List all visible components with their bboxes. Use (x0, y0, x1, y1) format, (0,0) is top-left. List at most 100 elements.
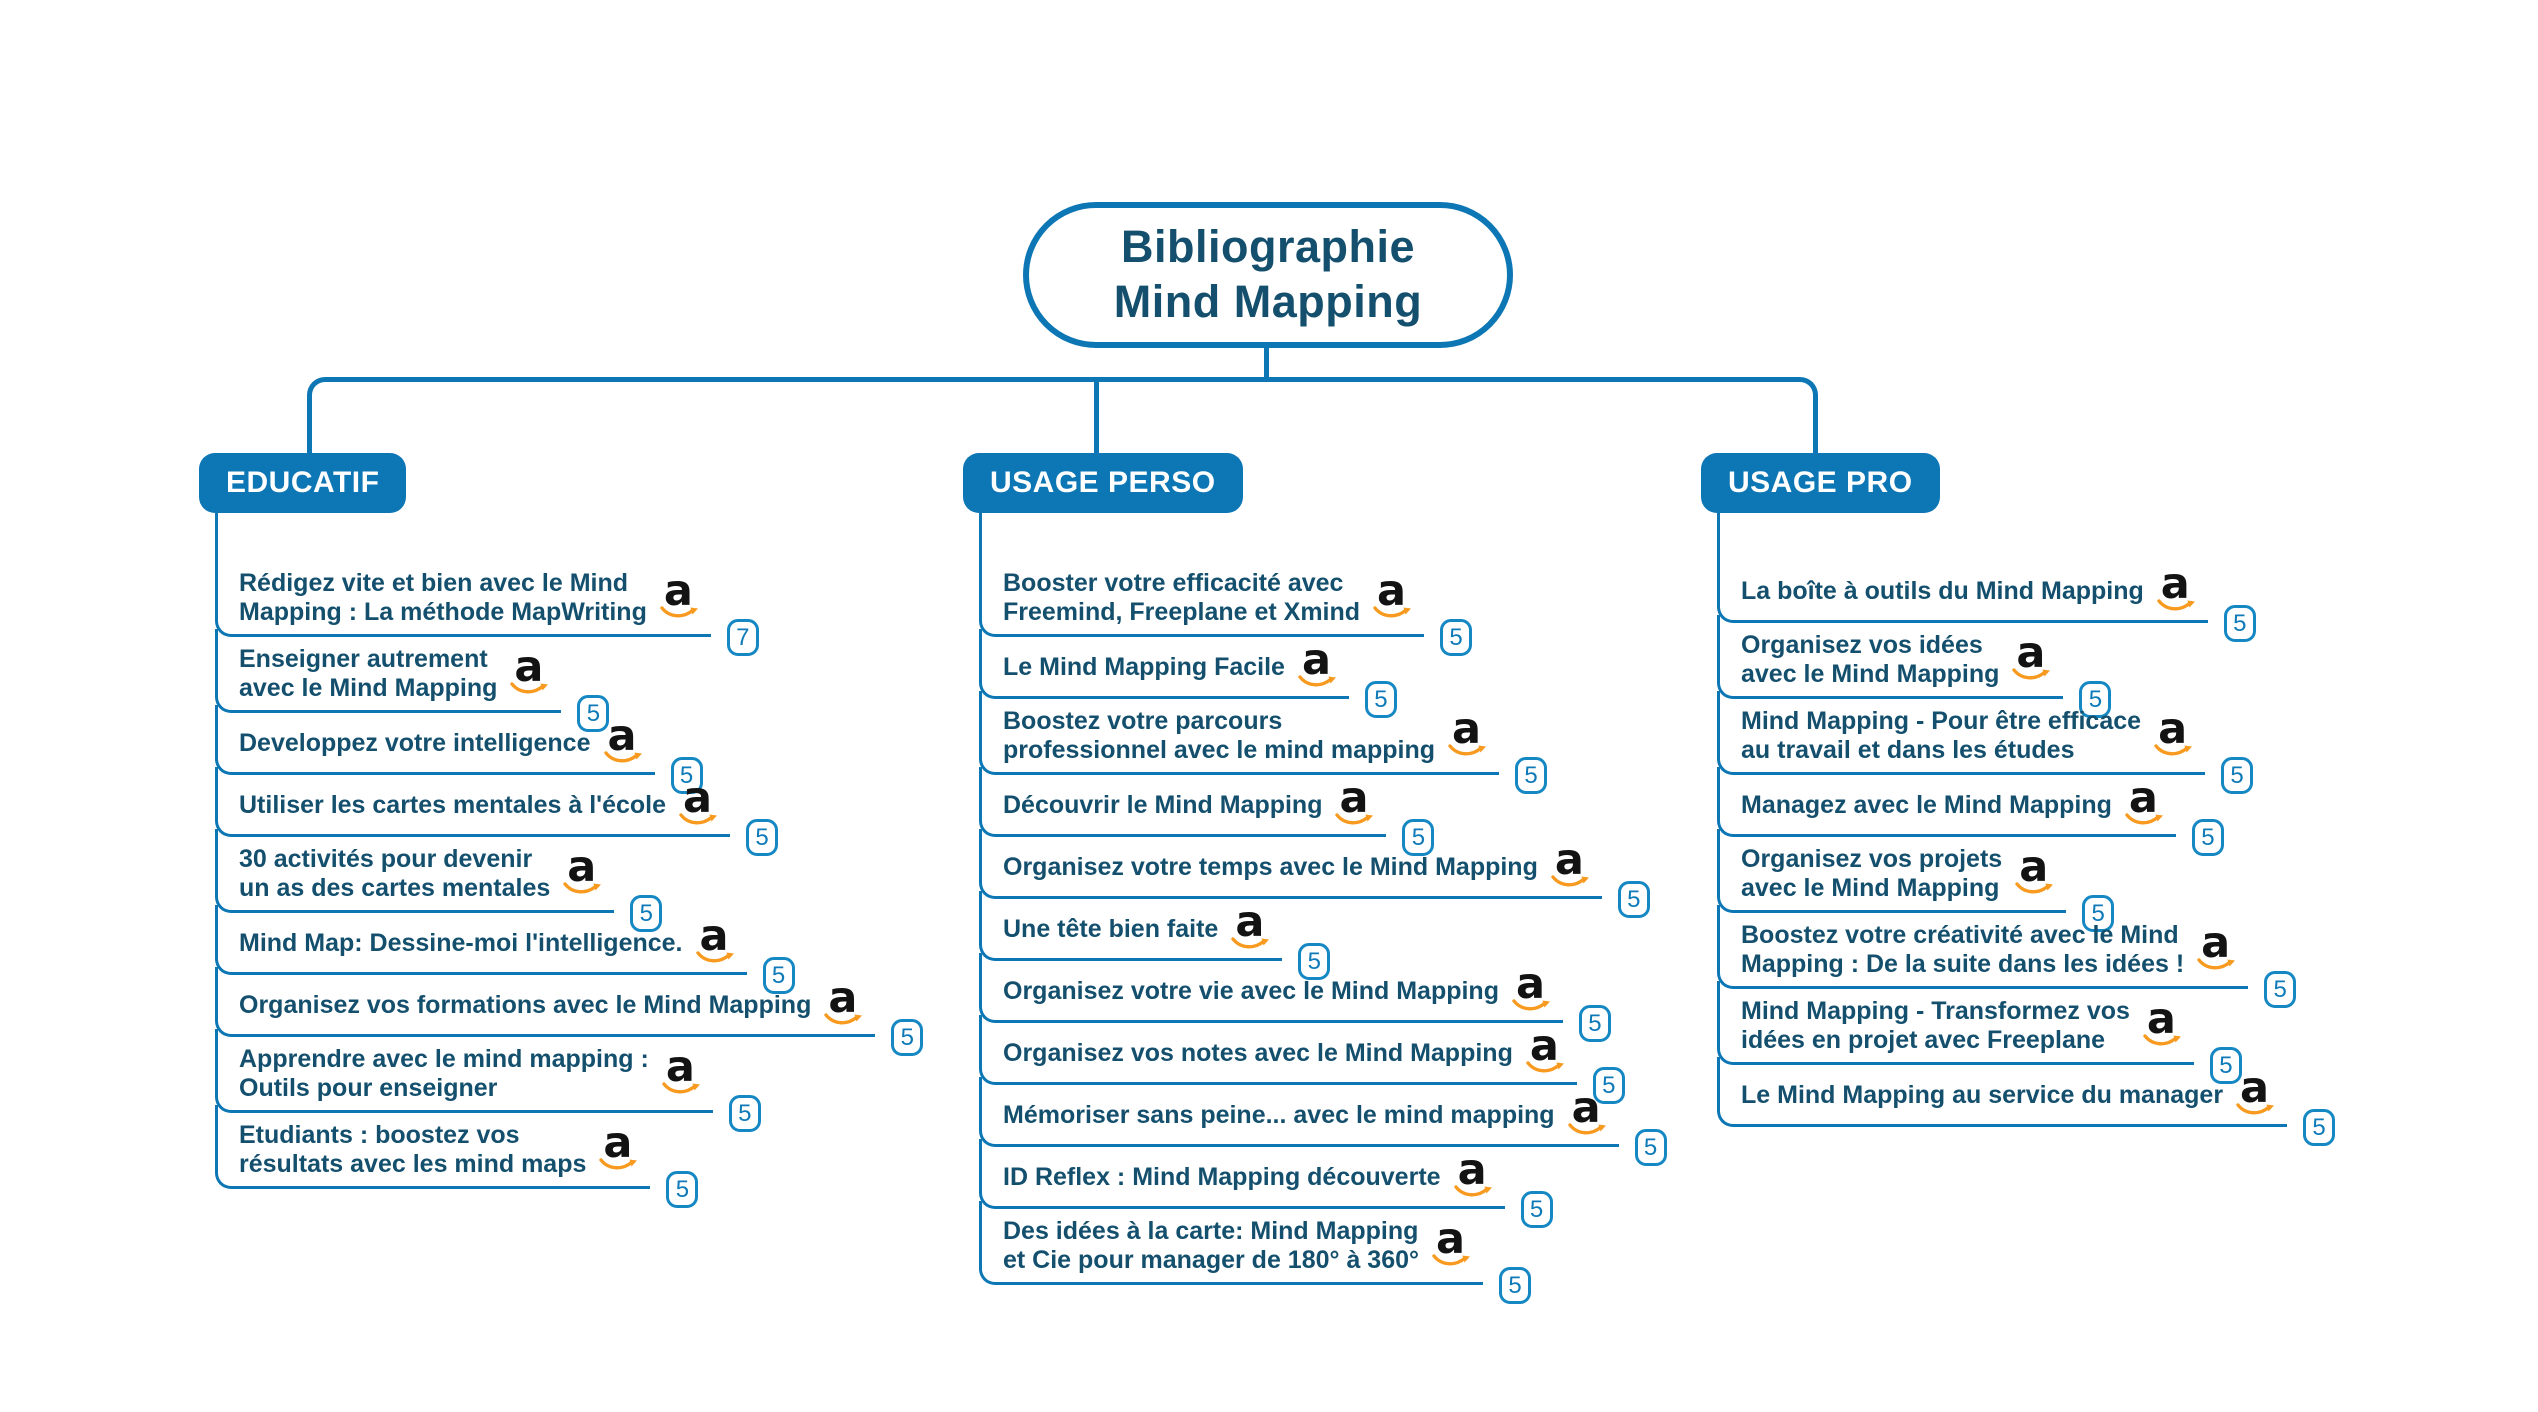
count-badge[interactable]: 5 (577, 695, 610, 732)
count-badge[interactable]: 5 (1440, 619, 1473, 656)
count-badge[interactable]: 5 (1499, 1267, 1532, 1304)
amazon-icon[interactable]: a (2197, 922, 2236, 972)
amazon-icon[interactable]: a (1231, 901, 1270, 951)
amazon-icon[interactable]: a (603, 715, 642, 765)
book-node[interactable]: Utiliser les cartes mentales à l'école a… (214, 767, 779, 856)
count-badge[interactable]: 7 (726, 619, 759, 656)
book-node[interactable]: La boîte à outils du Mind Mapping a 5 (1717, 513, 2256, 642)
count-badge[interactable]: 5 (1578, 1005, 1611, 1042)
amazon-icon[interactable]: a (1526, 1025, 1564, 1075)
amazon-smile-arrow (1448, 744, 1487, 756)
count-badge[interactable]: 5 (1520, 1191, 1553, 1228)
amazon-icon[interactable]: a (660, 570, 698, 620)
amazon-a-glyph: a (1301, 635, 1331, 685)
amazon-icon[interactable]: a (2015, 846, 2054, 896)
amazon-icon[interactable]: a (1512, 963, 1550, 1013)
amazon-icon[interactable]: a (1448, 708, 1487, 758)
count-badge[interactable]: 5 (891, 1019, 924, 1056)
amazon-icon[interactable]: a (1335, 777, 1374, 827)
amazon-icon[interactable]: a (599, 1122, 638, 1172)
count-badge[interactable]: 5 (1515, 757, 1548, 794)
book-node[interactable]: Découvrir le Mind Mapping a 5 (978, 767, 1435, 856)
book-node[interactable]: Le Mind Mapping au service du manager a … (1716, 1057, 2336, 1146)
count-badge[interactable]: 5 (2079, 681, 2112, 718)
amazon-icon[interactable]: a (2012, 632, 2051, 682)
amazon-icon[interactable]: a (1551, 839, 1589, 889)
count-badge[interactable]: 5 (2221, 757, 2254, 794)
amazon-icon[interactable]: a (824, 977, 863, 1027)
book-node[interactable]: Developpez votre intelligence a 5 (215, 705, 703, 794)
branch-header-usage-pro[interactable]: USAGE PRO (1701, 453, 1940, 513)
count-badge[interactable]: 5 (1364, 681, 1397, 718)
book-node[interactable]: Organisez vos idées avec le Mind Mapping… (1716, 615, 2112, 718)
amazon-a-glyph: a (1436, 1214, 1466, 1264)
count-badge[interactable]: 5 (762, 957, 795, 994)
book-node[interactable]: Mind Map: Dessine-moi l'intelligence. a … (215, 905, 795, 994)
count-badge[interactable]: 5 (2209, 1047, 2242, 1084)
book-node[interactable]: Booster votre efficacité avec Freemind, … (978, 513, 1473, 656)
amazon-icon[interactable]: a (1567, 1087, 1606, 1137)
branch-header-usage-perso[interactable]: USAGE PERSO (963, 453, 1243, 513)
count-badge[interactable]: 5 (2082, 895, 2115, 932)
count-badge[interactable]: 5 (2264, 971, 2297, 1008)
book-node[interactable]: Le Mind Mapping Facile a 5 (979, 629, 1397, 718)
root-node[interactable]: Bibliographie Mind Mapping (1023, 202, 1513, 348)
book-node[interactable]: Organisez vos formations avec le Mind Ma… (214, 967, 924, 1056)
count-badge[interactable]: 5 (670, 757, 703, 794)
book-node[interactable]: Enseigner autrement avec le Mind Mapping… (214, 629, 610, 732)
book-node[interactable]: Boostez votre parcours professionnel ave… (978, 691, 1548, 794)
book-node[interactable]: Organisez votre vie avec le Mind Mapping… (979, 953, 1611, 1042)
count-badge[interactable]: 5 (1617, 881, 1650, 918)
amazon-icon[interactable]: a (2154, 708, 2193, 758)
amazon-icon[interactable]: a (510, 646, 549, 696)
count-badge[interactable]: 5 (630, 895, 663, 932)
book-title: Developpez votre intelligence (239, 728, 591, 757)
amazon-icon[interactable]: a (2157, 563, 2195, 613)
count-badge[interactable]: 5 (1634, 1129, 1667, 1166)
book-title: Le Mind Mapping Facile (1003, 652, 1285, 681)
count-badge[interactable]: 5 (2191, 819, 2224, 856)
book-node[interactable]: ID Reflex : Mind Mapping découverte a 5 (979, 1139, 1553, 1228)
amazon-icon[interactable]: a (1373, 570, 1412, 620)
amazon-icon[interactable]: a (1432, 1218, 1471, 1268)
book-node[interactable]: Etudiants : boostez vos résultats avec l… (214, 1105, 699, 1208)
amazon-icon[interactable]: a (695, 915, 734, 965)
amazon-a-glyph: a (2201, 918, 2231, 968)
book-node[interactable]: Mind Mapping - Transformez vos idées en … (1717, 981, 2242, 1084)
amazon-icon[interactable]: a (2143, 998, 2181, 1048)
book-node[interactable]: Rédigez vite et bien avec le Mind Mappin… (215, 513, 759, 656)
book-node[interactable]: Boostez votre créativité avec le Mind Ma… (1716, 905, 2297, 1008)
amazon-smile-arrow (660, 606, 698, 618)
amazon-icon[interactable]: a (1298, 639, 1336, 689)
amazon-icon[interactable]: a (679, 777, 718, 827)
book-node[interactable]: 30 activités pour devenir un as des cart… (214, 829, 663, 932)
count-badge[interactable]: 5 (2303, 1109, 2336, 1146)
book-node[interactable]: Une tête bien faite a 5 (978, 891, 1331, 980)
book-node[interactable]: Managez avec le Mind Mapping a 5 (1717, 767, 2224, 856)
book-node[interactable]: Organisez vos notes avec le Mind Mapping… (979, 1015, 1625, 1104)
count-badge[interactable]: 5 (666, 1171, 699, 1208)
amazon-icon[interactable]: a (1453, 1149, 1492, 1199)
book-node[interactable]: Organisez vos projets avec le Mind Mappi… (1716, 829, 2115, 932)
branch-header-educatif[interactable]: EDUCATIF (199, 453, 407, 513)
amazon-icon[interactable]: a (2125, 777, 2163, 827)
book-node[interactable]: Mind Mapping - Pour être efficace au tra… (1716, 691, 2254, 794)
amazon-a-glyph: a (699, 911, 729, 961)
count-badge[interactable]: 5 (1298, 943, 1331, 980)
book-node[interactable]: Mémoriser sans peine... avec le mind map… (979, 1077, 1667, 1166)
book-node[interactable]: Organisez votre temps avec le Mind Mappi… (979, 829, 1650, 918)
amazon-smile-arrow (1551, 875, 1589, 887)
book-node[interactable]: Des idées à la carte: Mind Mapping et Ci… (978, 1201, 1532, 1304)
count-badge[interactable]: 5 (2223, 605, 2256, 642)
count-badge[interactable]: 5 (728, 1095, 761, 1132)
count-badge[interactable]: 5 (1592, 1067, 1625, 1104)
amazon-icon[interactable]: a (563, 846, 602, 896)
book-title: Mémoriser sans peine... avec le mind map… (1003, 1100, 1555, 1129)
book-title: Managez avec le Mind Mapping (1741, 790, 2112, 819)
book-node[interactable]: Apprendre avec le mind mapping : Outils … (215, 1029, 761, 1132)
count-badge[interactable]: 5 (746, 819, 779, 856)
count-badge[interactable]: 5 (1402, 819, 1435, 856)
amazon-icon[interactable]: a (2236, 1067, 2275, 1117)
amazon-a-glyph: a (514, 642, 544, 692)
amazon-icon[interactable]: a (662, 1046, 700, 1096)
